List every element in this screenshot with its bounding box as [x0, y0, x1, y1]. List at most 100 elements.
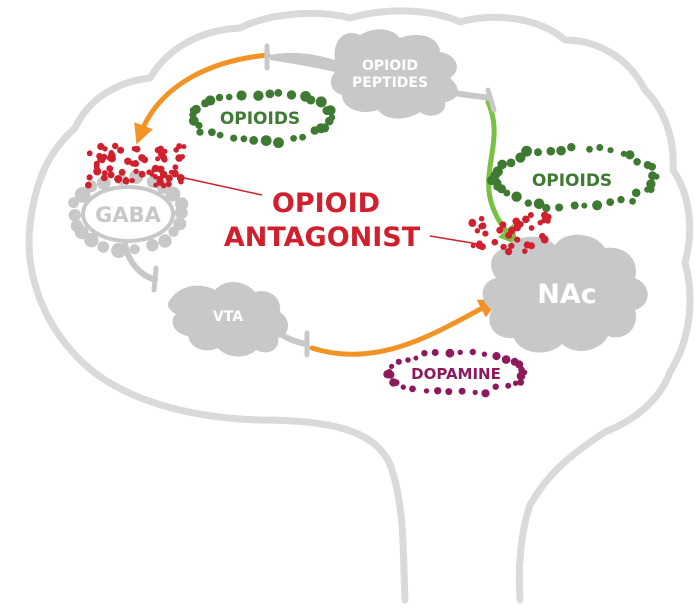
antagonist-dot [470, 243, 476, 249]
opioid-dot [648, 171, 657, 181]
antagonist-dot [114, 175, 123, 184]
antagonist-dot [153, 182, 159, 188]
dopamine-dot [492, 352, 501, 361]
antagonist-dot [165, 181, 172, 188]
dopamine-dot [517, 378, 525, 386]
opioid-dot [325, 116, 334, 126]
dopamine-dot [434, 387, 442, 395]
opioids-left-label: OPIOIDS [220, 109, 300, 129]
gaba-bump [74, 187, 91, 203]
opioid-dot [299, 133, 306, 141]
dopamine-dot [518, 366, 525, 374]
opioid-dot [253, 90, 264, 101]
antagonist-dot [474, 228, 481, 234]
vta-label: VTA [213, 309, 243, 325]
antagonist-dot [124, 157, 132, 165]
dopamine-dot [387, 368, 392, 374]
nac-neuron [482, 234, 648, 353]
opioid-dot [542, 204, 551, 213]
antagonist-dot [133, 168, 139, 174]
opioid-dot [230, 134, 238, 142]
antagonist-dot [138, 154, 146, 162]
vta-neuron [168, 281, 310, 358]
antagonist-dot [178, 178, 184, 185]
gaba-bump [84, 232, 99, 248]
dopamine-dot [472, 389, 478, 395]
opioid-peptides-neuron [264, 29, 497, 119]
opioid-dot [533, 198, 545, 210]
opioid-dot [306, 95, 316, 105]
gaba-bump [173, 217, 187, 231]
opioid-dot [521, 145, 532, 157]
opioid-peptides-label-1: OPIOID [362, 58, 418, 74]
gaba-bump [68, 209, 82, 222]
dopamine-dot [445, 348, 455, 358]
antagonist-pointer-gaba [179, 176, 263, 196]
antagonist-dot [122, 177, 130, 185]
opioid-dot [596, 144, 604, 151]
dopamine-dot [505, 382, 512, 389]
gaba-bump [158, 234, 172, 248]
dopamine-dot [516, 371, 526, 381]
antagonist-dot [181, 144, 187, 150]
opioid-dot [290, 135, 297, 142]
antagonist-dot [112, 142, 119, 150]
opioid-dot [492, 166, 503, 177]
antagonist-dot [162, 148, 168, 155]
opioid-dot [511, 191, 522, 202]
opioid-dot [205, 95, 216, 106]
dopamine-dot [445, 388, 453, 396]
opioid-dot [625, 150, 635, 160]
opioid-dot [606, 198, 615, 207]
opioid-dot [592, 200, 603, 211]
antagonist-label-2: ANTAGONIST [224, 222, 421, 253]
gaba-bump [70, 219, 83, 232]
dopamine-label: DOPAMINE [411, 365, 501, 383]
opioid-dot [644, 186, 651, 193]
dopamine-dot [389, 378, 398, 387]
antagonist-dot [541, 211, 549, 219]
dopamine-dot [512, 380, 519, 386]
green-arrow-to-nac [485, 99, 519, 246]
nac-label: NAc [537, 279, 597, 310]
opioid-dot [617, 195, 625, 204]
gaba-bump [97, 241, 110, 253]
antagonist-dot [118, 168, 126, 176]
antagonist-dot [491, 238, 499, 246]
brain-outline [25, 7, 694, 604]
dopamine-dot [457, 349, 463, 355]
antagonist-dot [101, 170, 108, 176]
antagonist-dot [496, 226, 504, 234]
antagonist-dot [499, 221, 507, 229]
opioid-dot [607, 147, 614, 154]
opioid-dot [286, 90, 297, 100]
antagonist-dot [468, 219, 477, 228]
opioid-dot [240, 135, 248, 143]
antagonist-dot [505, 248, 513, 256]
opioid-dot [196, 128, 204, 136]
antagonist-dot [168, 169, 174, 175]
dopamine-dot [400, 384, 406, 390]
dopamine-dot [492, 383, 499, 390]
antagonist-dot [156, 178, 164, 186]
antagonist-dot [508, 242, 515, 249]
antagonist-dots-gaba [85, 142, 187, 189]
dopamine-dot [395, 358, 402, 365]
opioid-dot [555, 203, 564, 212]
dopamine-dot [469, 348, 476, 356]
antagonist-dot [478, 215, 485, 222]
antagonist-dot [522, 215, 530, 224]
antagonist-dot [527, 212, 534, 218]
antagonist-dot [108, 150, 115, 156]
gaba-bump [168, 226, 179, 237]
gaba-bump [175, 197, 189, 211]
gaba-bump [165, 186, 181, 202]
antagonist-dot [522, 248, 528, 254]
opioid-dot [534, 148, 542, 157]
antagonist-dot [479, 222, 487, 230]
antagonist-dot [517, 221, 524, 228]
antagonist-dot [540, 235, 549, 244]
opioid-dot [225, 93, 233, 101]
